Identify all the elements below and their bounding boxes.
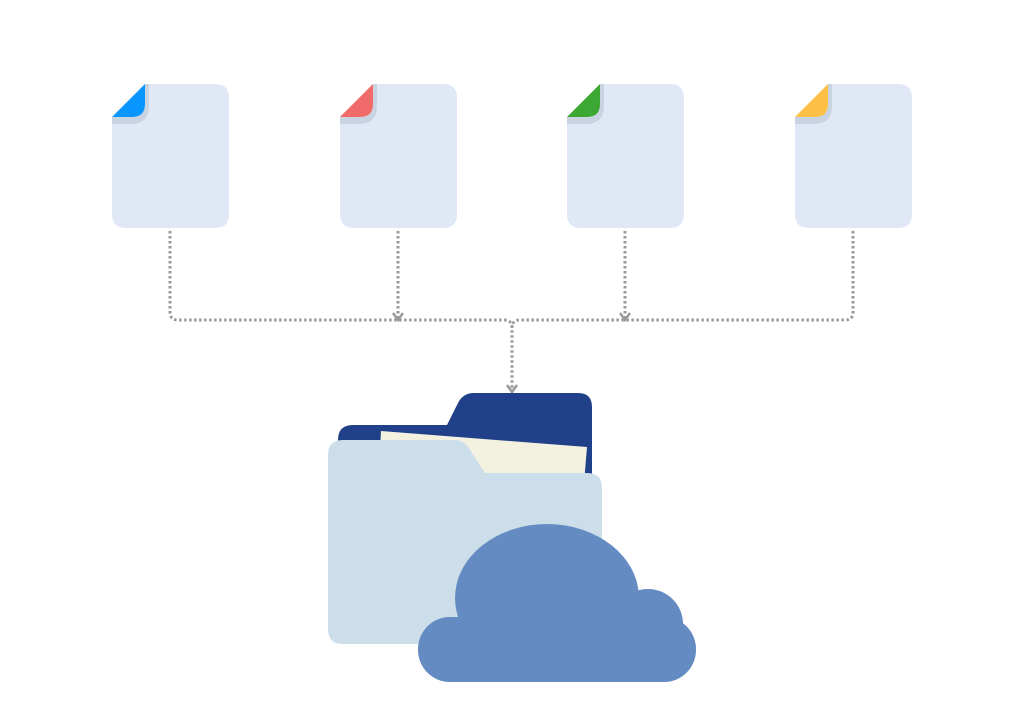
connectors	[168, 231, 855, 388]
document-corner-fold	[112, 84, 145, 117]
document-blue	[112, 84, 229, 228]
document-corner-fold	[795, 84, 828, 117]
document-fold-shadow	[567, 84, 604, 124]
document-fold-shadow	[795, 84, 832, 124]
document-green	[567, 84, 684, 228]
connector-line-4	[510, 231, 855, 329]
cloud-folder	[328, 393, 696, 682]
document-corner-fold	[340, 84, 373, 117]
document-fold-shadow	[112, 84, 149, 124]
document-fold-shadow	[340, 84, 377, 124]
document-red	[340, 84, 457, 228]
arrowheads	[391, 312, 632, 395]
arrowhead-icon	[618, 312, 632, 323]
connector-line-1	[168, 231, 514, 388]
arrowhead-icon	[505, 384, 519, 395]
arrowhead-icon	[391, 312, 405, 323]
document-corner-fold	[567, 84, 600, 117]
document-yellow	[795, 84, 912, 228]
cloud-icon	[418, 524, 696, 682]
